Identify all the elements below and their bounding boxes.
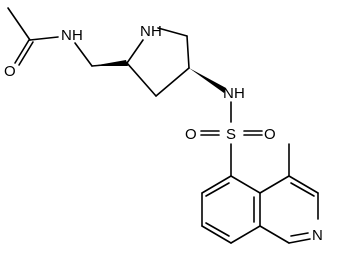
bond-c2-n1 <box>126 39 144 64</box>
bond-methyl-carbonyl <box>7 7 31 41</box>
sulfonyl-oxygen-right: O <box>264 126 276 143</box>
bond-ar-8i <box>290 182 315 197</box>
sulfonyl-oxygen-left: O <box>185 126 197 143</box>
bond-ar-4 <box>230 225 261 244</box>
bond-carbonyl-o-2 <box>18 41 34 66</box>
bond-carbonyl-n <box>29 36 59 41</box>
bond-c3-c2 <box>126 62 157 97</box>
bond-ar-11 <box>259 225 290 244</box>
bond-ar-10i <box>290 232 309 237</box>
sulfonamide-hydrogen: H <box>234 85 245 102</box>
ring-nitrogen: N <box>140 23 151 40</box>
wedge-c4-nh <box>189 68 226 93</box>
atom-labels: N H O N H N H S O O N <box>4 23 323 244</box>
amide-hydrogen: H <box>72 27 83 44</box>
sulfur-atom: S <box>226 126 236 143</box>
bond-n-ch2 <box>74 42 93 67</box>
bond-n1-c5 <box>157 27 188 37</box>
bond-ar-8 <box>288 175 319 194</box>
bond-c4-c3 <box>155 67 190 97</box>
bond-carbonyl-o-1 <box>14 39 30 64</box>
ring-hydrogen: H <box>151 23 162 40</box>
bond-ar-6 <box>230 175 261 194</box>
bond-ar-7 <box>259 175 290 194</box>
amide-nitrogen: N <box>61 27 72 44</box>
bond-c5-c4 <box>186 35 190 69</box>
carbonyl-oxygen: O <box>4 63 16 80</box>
bond-ar-3 <box>201 225 232 244</box>
sulfonamide-nitrogen: N <box>223 85 234 102</box>
bond-ar-10 <box>288 238 311 244</box>
bond-ar-1i <box>205 182 230 197</box>
bond-ar-3i <box>205 222 230 237</box>
isoquinoline-nitrogen: N <box>312 227 323 244</box>
bond-ar-1 <box>201 175 232 194</box>
wedge-ch2-c2 <box>92 60 128 66</box>
bonds <box>7 7 319 244</box>
